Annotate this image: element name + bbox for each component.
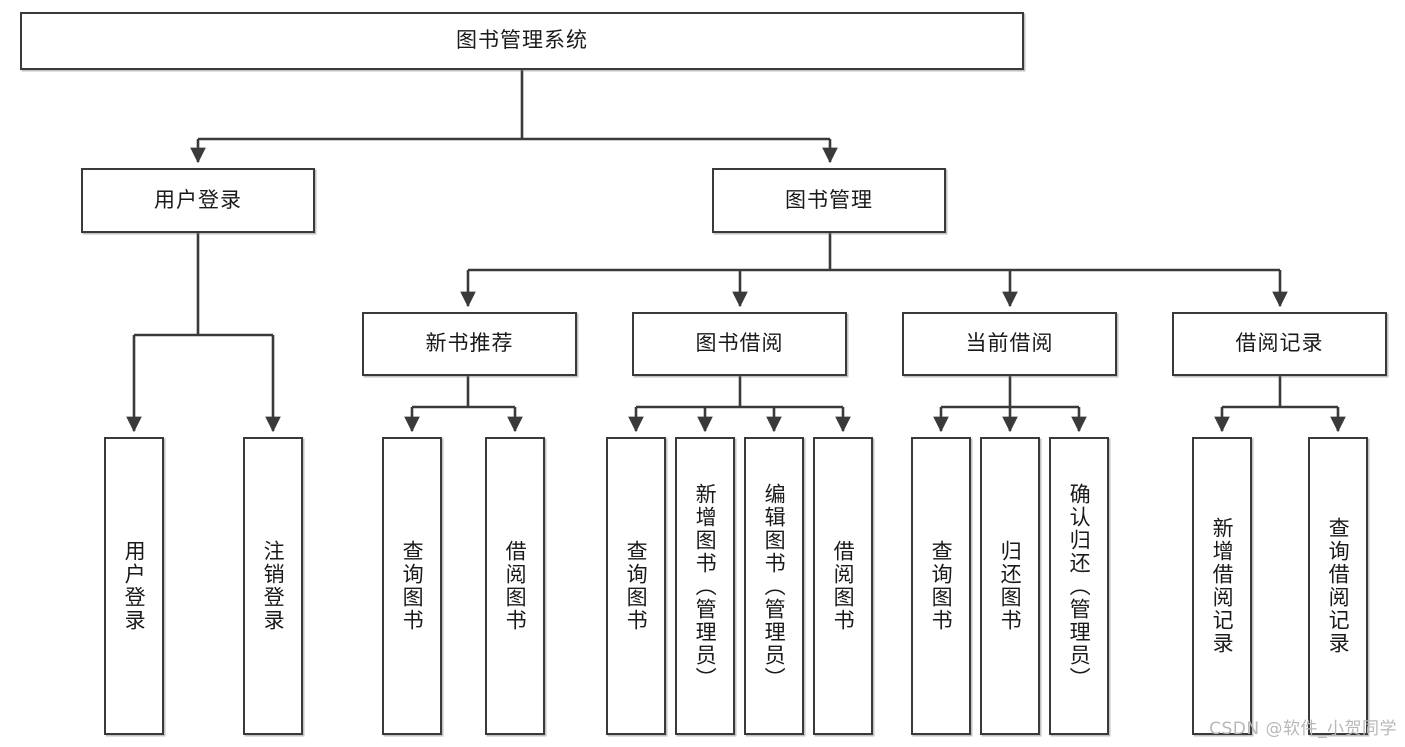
node-label: 查询图书 xyxy=(400,540,425,632)
leaf-query-books-recommend[interactable]: 查询图书 xyxy=(382,437,442,735)
leaf-add-book-admin[interactable]: 新增图书（管理员） xyxy=(675,437,735,735)
node-borrow-records[interactable]: 借阅记录 xyxy=(1172,312,1387,376)
leaf-query-books-borrow[interactable]: 查询图书 xyxy=(606,437,666,735)
leaf-logout-login[interactable]: 注销登录 xyxy=(243,437,303,735)
leaf-query-books-current[interactable]: 查询图书 xyxy=(911,437,971,735)
leaf-user-login[interactable]: 用户登录 xyxy=(104,437,164,735)
node-label: 用户登录 xyxy=(122,540,147,632)
node-label: 注销登录 xyxy=(261,540,286,632)
node-label: 新书推荐 xyxy=(425,331,514,356)
leaf-return-books[interactable]: 归还图书 xyxy=(980,437,1040,735)
leaf-add-borrow-record[interactable]: 新增借阅记录 xyxy=(1192,437,1252,735)
node-book-management[interactable]: 图书管理 xyxy=(712,168,946,233)
node-new-book-recommend[interactable]: 新书推荐 xyxy=(362,312,577,376)
node-label: 图书借阅 xyxy=(695,331,784,356)
node-label: 查询图书 xyxy=(929,540,954,632)
node-label: 确认归还（管理员） xyxy=(1067,482,1092,690)
node-label: 图书管理 xyxy=(785,187,873,212)
node-root-system[interactable]: 图书管理系统 xyxy=(20,12,1024,70)
node-book-borrow[interactable]: 图书借阅 xyxy=(632,312,847,376)
node-label: 新增图书（管理员） xyxy=(693,482,718,690)
node-current-borrow[interactable]: 当前借阅 xyxy=(902,312,1117,376)
node-label: 查询图书 xyxy=(624,540,649,632)
leaf-query-borrow-record[interactable]: 查询借阅记录 xyxy=(1308,437,1368,735)
node-label: 编辑图书（管理员） xyxy=(762,482,787,690)
leaf-borrow-books[interactable]: 借阅图书 xyxy=(813,437,873,735)
node-label: 借阅图书 xyxy=(831,540,856,632)
node-user-login[interactable]: 用户登录 xyxy=(81,168,315,233)
node-label: 图书管理系统 xyxy=(456,28,588,53)
node-label: 用户登录 xyxy=(154,187,242,212)
node-label: 新增借阅记录 xyxy=(1210,517,1235,655)
node-label: 归还图书 xyxy=(998,540,1023,632)
leaf-edit-book-admin[interactable]: 编辑图书（管理员） xyxy=(744,437,804,735)
leaf-confirm-return-admin[interactable]: 确认归还（管理员） xyxy=(1049,437,1109,735)
node-label: 查询借阅记录 xyxy=(1326,517,1351,655)
node-label: 借阅记录 xyxy=(1235,331,1324,356)
node-label: 当前借阅 xyxy=(965,331,1054,356)
node-label: 借阅图书 xyxy=(503,540,528,632)
leaf-borrow-books-recommend[interactable]: 借阅图书 xyxy=(485,437,545,735)
